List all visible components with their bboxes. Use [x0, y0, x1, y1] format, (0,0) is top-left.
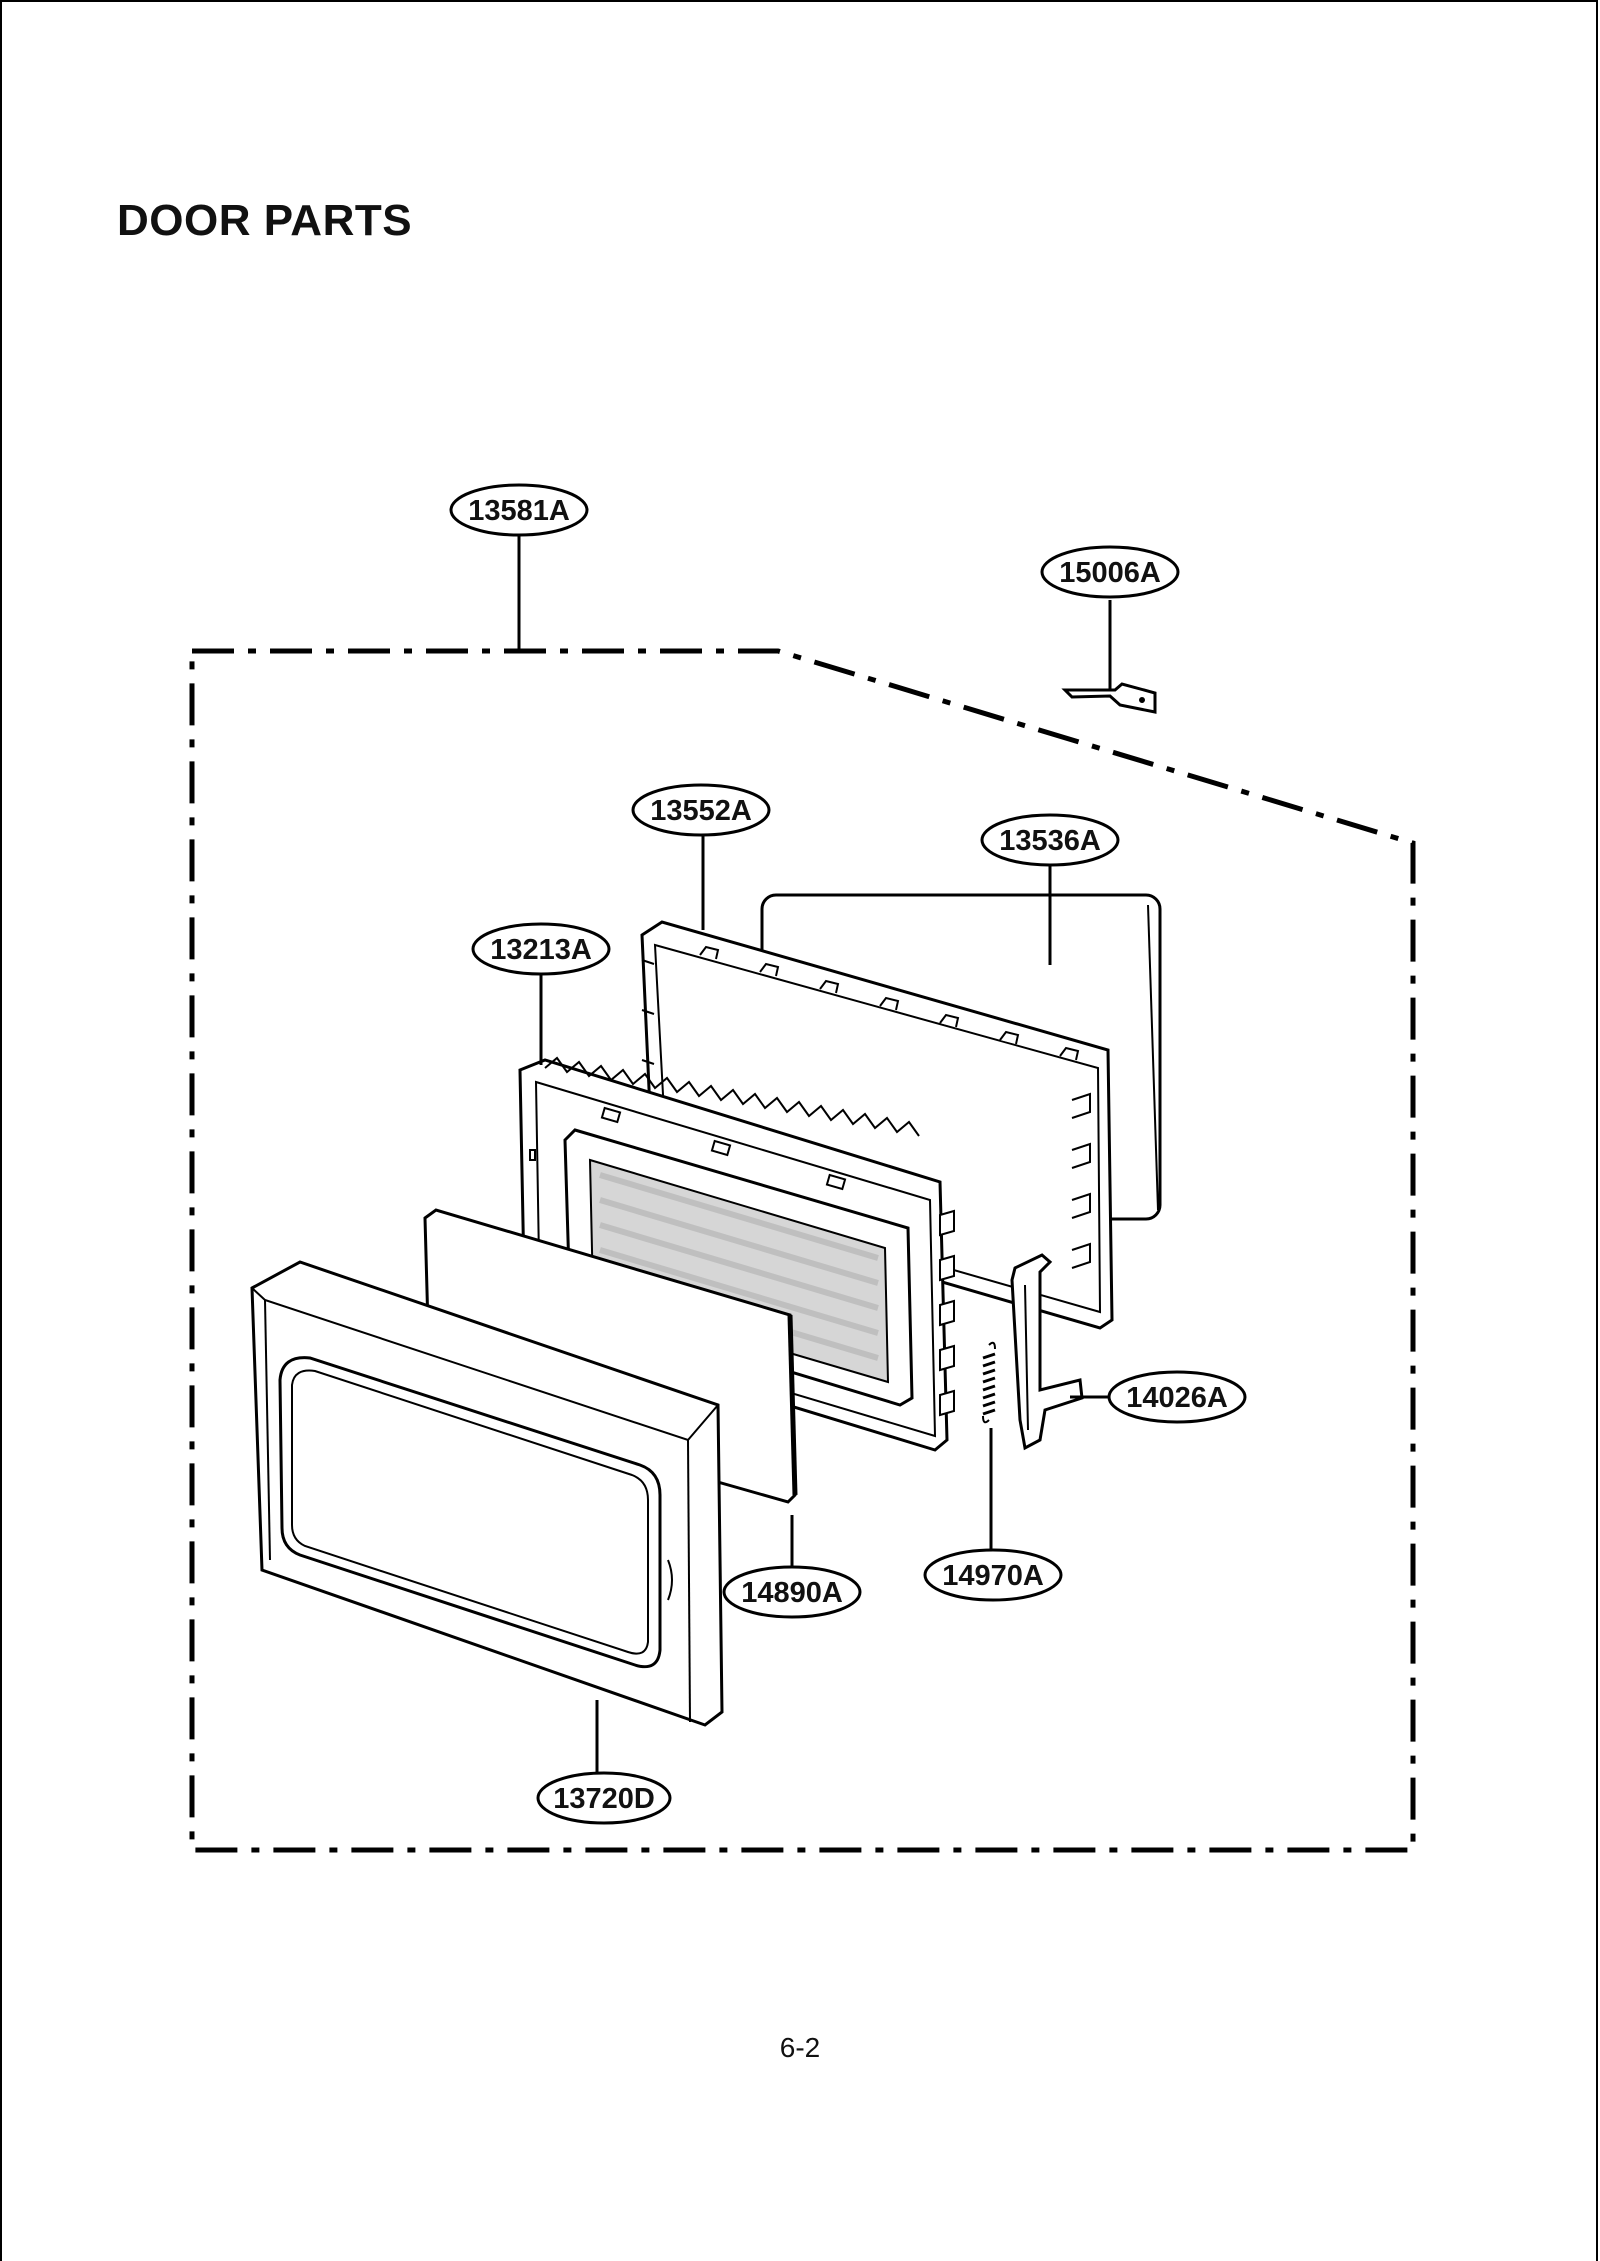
callout-label: 13720D — [553, 1783, 655, 1815]
door-front — [250, 1260, 724, 1727]
leader-lines — [517, 535, 1112, 1777]
callout-13213A: 13213A — [471, 922, 611, 976]
callout-label: 14890A — [741, 1577, 843, 1609]
page-title: DOOR PARTS — [117, 196, 413, 245]
callout-14970A: 14970A — [923, 1548, 1063, 1602]
callout-13536A: 13536A — [980, 813, 1120, 867]
callout-label: 13536A — [999, 825, 1101, 857]
callout-13552A: 13552A — [631, 783, 771, 837]
callout-label: 13213A — [490, 934, 592, 966]
callout-14026A: 14026A — [1107, 1370, 1247, 1424]
callout-13581A: 13581A — [449, 483, 589, 537]
callout-13720D: 13720D — [536, 1771, 672, 1825]
callout-15006A: 15006A — [1040, 545, 1180, 599]
latch-bracket — [1061, 682, 1157, 714]
callout-label: 14970A — [942, 1560, 1044, 1592]
callout-label: 14026A — [1126, 1382, 1228, 1414]
callout-label: 15006A — [1059, 557, 1161, 589]
callout-label: 13581A — [468, 495, 570, 527]
latch-spring — [982, 1341, 996, 1424]
callout-label: 13552A — [650, 795, 752, 827]
assembly-boundary — [189, 648, 1416, 1853]
callout-14890A: 14890A — [722, 1565, 862, 1619]
page-number: 6-2 — [779, 2032, 821, 2063]
